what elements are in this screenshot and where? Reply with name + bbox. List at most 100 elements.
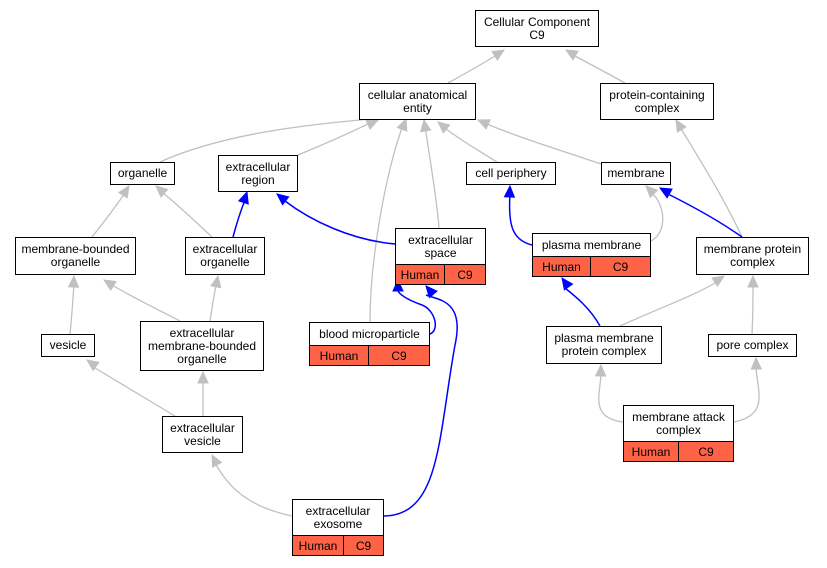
annotation-row: Human C9 bbox=[309, 345, 430, 366]
edge-vesicle-to-membrane-bounded-organelle bbox=[69, 282, 75, 335]
species-tag: Human bbox=[395, 264, 445, 285]
edge-arrowhead bbox=[476, 119, 491, 130]
node-line: region bbox=[241, 172, 275, 187]
edge-arrowhead bbox=[437, 121, 451, 134]
node-line: Cellular Component bbox=[483, 14, 591, 29]
edge-arrowhead bbox=[86, 359, 100, 372]
species-tag: Human bbox=[623, 441, 679, 462]
annotation-row: Human C9 bbox=[532, 256, 651, 277]
node-line: membrane attack bbox=[632, 409, 725, 424]
edge-extracellular-exosome-to-extracellular-vesicle bbox=[214, 462, 293, 517]
node-line: complex bbox=[730, 255, 775, 269]
node-line: extracellular bbox=[170, 420, 235, 435]
node-line: plasma membrane bbox=[541, 237, 642, 252]
edge-membrane-protein-complex-to-membrane bbox=[667, 193, 743, 238]
gene-tag: C9 bbox=[591, 256, 651, 277]
node-line: blood microparticle bbox=[319, 326, 420, 341]
edge-arrowhead bbox=[645, 185, 659, 199]
edge-extracellular-exosome-to-extracellular-space bbox=[383, 294, 458, 517]
edge-arrowhead bbox=[658, 187, 673, 199]
edge-membrane-attack-complex-to-pore-complex bbox=[733, 366, 760, 423]
node-cell-periphery[interactable]: cell periphery bbox=[466, 162, 556, 185]
edge-arrowhead bbox=[197, 370, 209, 384]
node-pore-complex[interactable]: pore complex bbox=[708, 334, 797, 357]
edge-extracellular-region-to-cellular-anatomical-entity bbox=[297, 123, 369, 156]
node-line: C9 bbox=[529, 27, 545, 42]
edge-arrowhead bbox=[419, 118, 432, 133]
node-line: space bbox=[424, 245, 457, 260]
edge-plasma-membrane-to-membrane bbox=[650, 192, 664, 242]
node-vesicle[interactable]: vesicle bbox=[41, 334, 95, 357]
annotation-row: Human C9 bbox=[395, 264, 486, 285]
edge-organelle-to-cellular-anatomical-entity bbox=[159, 118, 373, 163]
edge-arrowhead bbox=[102, 279, 117, 291]
edge-arrowhead bbox=[564, 49, 579, 61]
node-line: plasma membrane bbox=[554, 331, 654, 345]
annotation-row: Human C9 bbox=[292, 535, 384, 556]
edge-arrowhead bbox=[237, 190, 249, 205]
node-line: protein complex bbox=[561, 344, 647, 358]
node-membrane[interactable]: membrane bbox=[601, 162, 671, 185]
node-line: organelle bbox=[177, 351, 227, 366]
node-line: extracellular bbox=[305, 503, 371, 518]
edge-plasma-membrane-to-cell-periphery bbox=[508, 192, 533, 246]
species-tag: Human bbox=[309, 345, 369, 366]
edge-arrowhead bbox=[396, 117, 408, 132]
edge-arrowhead bbox=[561, 277, 574, 291]
gene-tag: C9 bbox=[445, 264, 486, 285]
node-line: membrane-bounded bbox=[21, 242, 130, 256]
edge-extracellular-vesicle-to-vesicle bbox=[94, 367, 176, 417]
edge-plasma-membrane-protein-complex-to-plasma-membrane bbox=[564, 287, 601, 327]
gene-tag: C9 bbox=[679, 441, 734, 462]
node-line: extracellular bbox=[408, 232, 473, 247]
node-line: protein-containing bbox=[609, 87, 705, 102]
edge-membrane-protein-complex-to-protein-containing-complex bbox=[679, 126, 743, 238]
node-blood-microparticle[interactable]: blood microparticle bbox=[309, 322, 430, 346]
edge-pore-complex-to-membrane-protein-complex bbox=[751, 284, 754, 335]
edge-extracellular-organelle-to-extracellular-region bbox=[232, 199, 246, 238]
gene-tag: C9 bbox=[344, 535, 384, 556]
edge-membrane-to-cellular-anatomical-entity bbox=[486, 123, 602, 165]
edge-arrowhead bbox=[117, 184, 130, 199]
node-plasma-membrane[interactable]: plasma membrane bbox=[532, 233, 651, 257]
node-line: organelle bbox=[117, 166, 168, 180]
edge-membrane-attack-complex-to-plasma-membrane-protein-complex bbox=[598, 373, 624, 423]
edge-cellular-anatomical-entity-to-cellular-component bbox=[447, 55, 496, 84]
node-line: extracellular bbox=[225, 159, 291, 174]
gene-tag: C9 bbox=[369, 345, 430, 366]
edge-arrowhead bbox=[211, 453, 223, 468]
edge-arrowhead bbox=[675, 118, 687, 133]
edge-cell-periphery-to-cellular-anatomical-entity bbox=[444, 127, 498, 163]
species-tag: Human bbox=[532, 256, 591, 277]
node-line: complex bbox=[656, 422, 701, 437]
edge-extracellular-membrane-bounded-organelle-to-extracellular-organelle bbox=[209, 284, 217, 322]
node-line: vesicle bbox=[49, 338, 87, 352]
edge-arrowhead bbox=[392, 278, 404, 292]
edge-protein-containing-complex-to-cellular-component bbox=[574, 55, 626, 84]
node-organelle[interactable]: organelle bbox=[110, 162, 175, 185]
